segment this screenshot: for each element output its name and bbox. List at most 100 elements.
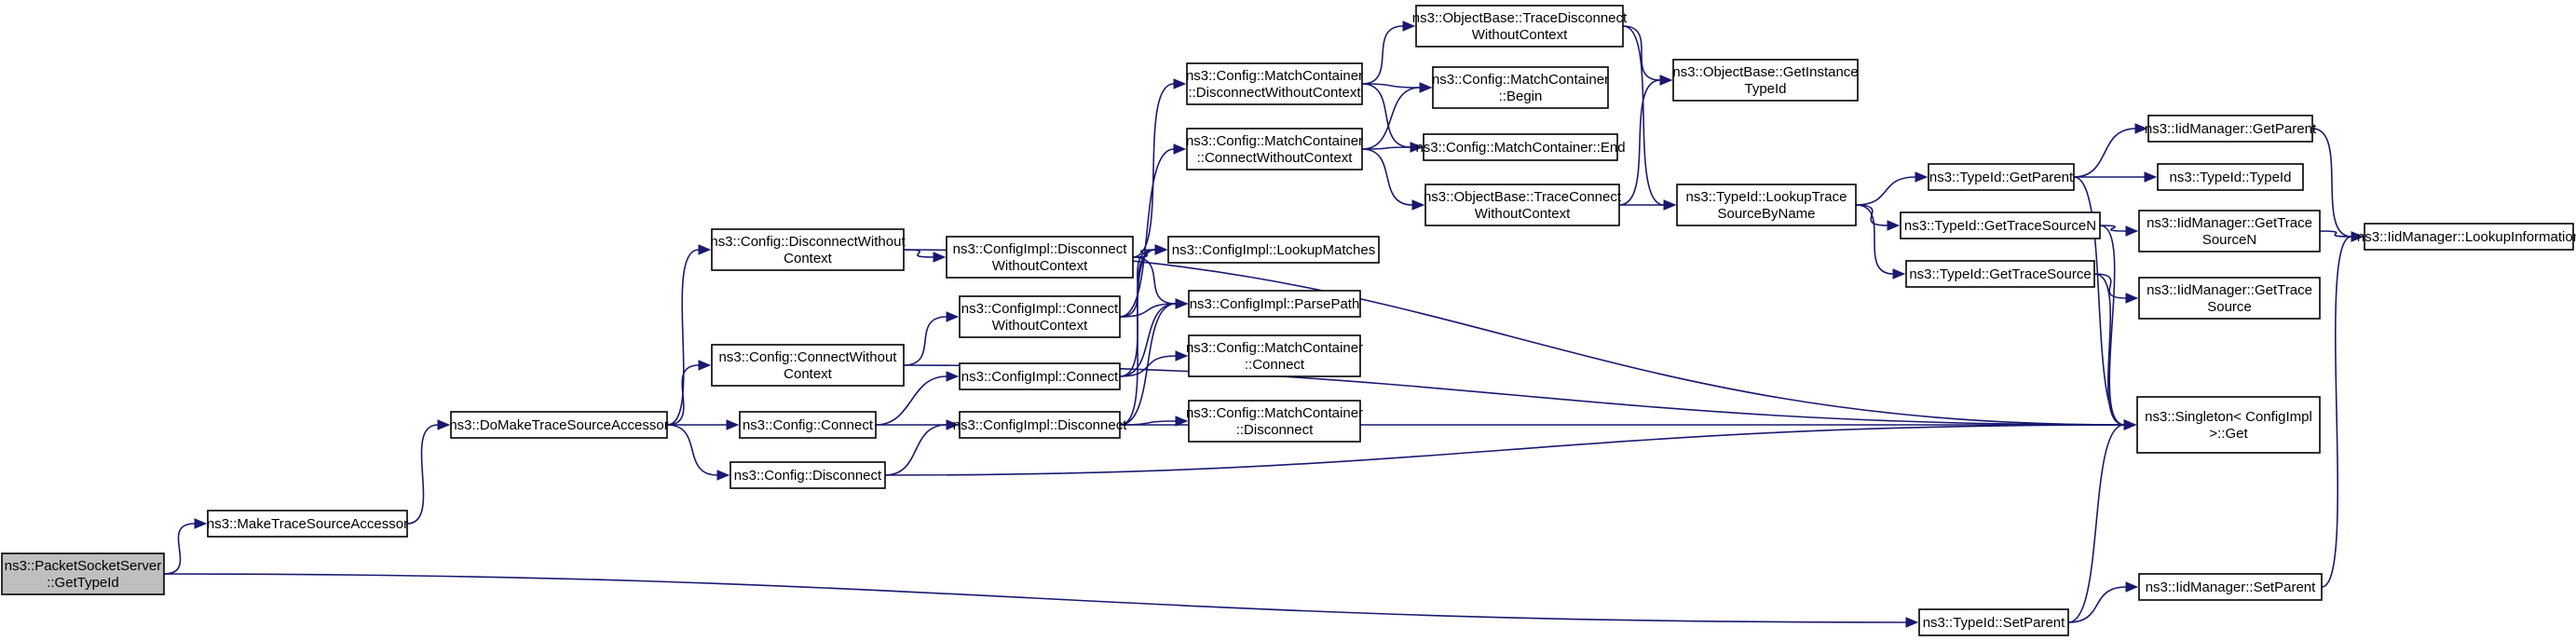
- edge-tidgetts-to-imgetts: [2093, 273, 2139, 304]
- node-tidgetparent[interactable]: ns3::TypeId::GetParent: [1928, 163, 2075, 191]
- node-label: ns3::Config::MatchContainer: [1186, 68, 1363, 84]
- edge-cfgdisconnect-to-cidisconnect: [884, 419, 960, 476]
- node-obtcwc[interactable]: ns3::ObjectBase::TraceConnectWithoutCont…: [1424, 184, 1622, 226]
- node-box: [1432, 66, 1609, 109]
- node-imsetparent[interactable]: ns3::IidManager::SetParent: [2138, 573, 2323, 601]
- node-label: TypeId: [1744, 81, 1786, 97]
- node-mcconnect[interactable]: ns3::Config::MatchContainer::Connect: [1186, 334, 1363, 377]
- node-box: [207, 510, 408, 538]
- node-cfgdisconnect[interactable]: ns3::Config::Disconnect: [729, 461, 886, 489]
- node-box: [1188, 290, 1361, 318]
- node-lookupmatches[interactable]: ns3::ConfigImpl::LookupMatches: [1167, 236, 1380, 264]
- node-label: ns3::TypeId::GetTraceSource: [1909, 266, 2091, 282]
- edge-line: [884, 424, 2125, 476]
- edge-line: [2067, 586, 2127, 623]
- edge-obtdwc-to-tidlookup: [1622, 25, 1677, 211]
- edge-cicwc-to-mccwc: [1119, 143, 1187, 318]
- call-edges: [163, 20, 2365, 628]
- node-root[interactable]: ns3::PacketSocketServer::GetTypeId: [1, 552, 165, 595]
- node-cidisconnect[interactable]: ns3::ConfigImpl::Disconnect: [953, 411, 1128, 439]
- node-box: [1188, 400, 1361, 443]
- node-label: ns3::Config::Disconnect: [734, 468, 882, 484]
- node-mtsa[interactable]: ns3::MakeTraceSourceAccessor: [207, 510, 408, 538]
- arrowhead: [1173, 143, 1187, 155]
- node-label: WithoutContext: [1475, 206, 1571, 222]
- node-tidtypeid[interactable]: ns3::TypeId::TypeId: [2157, 163, 2304, 191]
- edge-obtdwc-to-obgit: [1622, 25, 1673, 86]
- node-cfgconnect[interactable]: ns3::Config::Connect: [739, 411, 877, 439]
- node-label: ns3::ConfigImpl::Disconnect: [953, 241, 1128, 257]
- edge-tidsetparent-to-imsetparent: [2067, 581, 2139, 623]
- node-box: [2138, 210, 2321, 252]
- node-label: ns3::ConfigImpl::Connect: [961, 301, 1119, 317]
- node-tidgettsn[interactable]: ns3::TypeId::GetTraceSourceN: [1900, 211, 2101, 239]
- node-label: ns3::TypeId::GetTraceSourceN: [1904, 218, 2096, 234]
- arrowhead: [1410, 142, 1424, 153]
- node-cfgdwc[interactable]: ns3::Config::DisconnectWithoutContext: [710, 228, 906, 271]
- node-box: [959, 411, 1121, 439]
- node-label: WithoutContext: [1472, 27, 1568, 43]
- node-label: ns3::Config::ConnectWithout: [719, 349, 898, 365]
- node-imlookup[interactable]: ns3::IidManager::LookupInformation: [2357, 223, 2576, 251]
- node-obtdwc[interactable]: ns3::ObjectBase::TraceDisconnectWithoutC…: [1412, 5, 1628, 48]
- node-mcdwc[interactable]: ns3::Config::MatchContainer::DisconnectW…: [1186, 62, 1363, 105]
- node-box: [1928, 163, 2075, 191]
- edge-mccwc-to-obtcwc: [1361, 148, 1425, 211]
- node-tidgetts[interactable]: ns3::TypeId::GetTraceSource: [1905, 260, 2095, 288]
- edge-tidgetparent-to-imgetparent: [2073, 123, 2148, 178]
- node-ciconnect[interactable]: ns3::ConfigImpl::Connect: [959, 362, 1121, 390]
- edge-line: [1361, 83, 1411, 148]
- edge-cfgcwc-to-cicwc: [903, 311, 960, 366]
- node-mcdisconnect[interactable]: ns3::Config::MatchContainer::Disconnect: [1186, 400, 1363, 443]
- node-label: Source: [2207, 299, 2252, 315]
- arrowhead: [1887, 220, 1901, 231]
- edge-line: [1361, 146, 1411, 150]
- edge-line: [1119, 420, 1177, 426]
- node-mccwc[interactable]: ns3::Config::MatchContainer::ConnectWith…: [1186, 128, 1363, 170]
- edge-root-to-mtsa: [163, 518, 208, 575]
- edge-line: [1119, 148, 1175, 318]
- node-cfgcwc[interactable]: ns3::Config::ConnectWithoutContext: [711, 344, 905, 387]
- node-parsepath[interactable]: ns3::ConfigImpl::ParsePath: [1188, 290, 1361, 318]
- node-singleton[interactable]: ns3::Singleton< ConfigImpl >::Get: [2136, 396, 2321, 454]
- node-mcbegin[interactable]: ns3::Config::MatchContainer::Begin: [1432, 66, 1609, 109]
- node-label: ns3::ObjectBase::GetInstance: [1672, 64, 1858, 80]
- node-tidsetparent[interactable]: ns3::TypeId::SetParent: [1918, 608, 2069, 636]
- arrowhead: [933, 252, 947, 263]
- node-label: ns3::ConfigImpl::LookupMatches: [1172, 242, 1375, 258]
- node-label: ns3::ObjectBase::TraceConnect: [1424, 189, 1622, 205]
- node-box: [2147, 115, 2313, 143]
- node-label: SourceN: [2202, 232, 2256, 248]
- edge-domtsa-to-cfgdisconnect: [666, 424, 730, 481]
- edge-mtsa-to-domtsa: [406, 419, 451, 525]
- edge-line: [1361, 148, 1413, 206]
- node-box: [729, 461, 886, 489]
- node-mcend[interactable]: ns3::Config::MatchContainer::End: [1415, 133, 1626, 161]
- node-imgettsn[interactable]: ns3::IidManager::GetTraceSourceN: [2138, 210, 2321, 252]
- edge-cfgconnect-to-ciconnect: [875, 371, 960, 426]
- arrowhead: [1154, 244, 1168, 255]
- arrowhead: [1175, 350, 1189, 361]
- node-label: ns3::TypeId::SetParent: [1923, 615, 2065, 631]
- edge-cidwc-to-mcdwc: [1132, 78, 1187, 258]
- node-box: [1672, 59, 1859, 102]
- node-label: >::Get: [2209, 426, 2248, 442]
- edge-line: [2319, 230, 2352, 238]
- edge-line: [1622, 25, 1665, 206]
- node-imgetparent[interactable]: ns3::IidManager::GetParent: [2145, 115, 2317, 143]
- node-box: [1188, 334, 1361, 377]
- node-imgetts[interactable]: ns3::IidManager::GetTraceSource: [2138, 277, 2321, 320]
- node-label: ns3::ConfigImpl::ParsePath: [1190, 296, 1360, 312]
- node-box: [1186, 128, 1363, 170]
- arrowhead: [2144, 171, 2158, 183]
- edge-line: [1855, 204, 1894, 275]
- node-domtsa[interactable]: ns3::DoMakeTraceSourceAccessor: [449, 411, 669, 439]
- node-label: ns3::DoMakeTraceSourceAccessor: [449, 417, 668, 433]
- edge-mccwc-to-mcend: [1361, 142, 1424, 153]
- arrowhead: [716, 470, 730, 481]
- node-cicwc[interactable]: ns3::ConfigImpl::ConnectWithoutContext: [959, 295, 1121, 338]
- edge-line: [666, 424, 718, 476]
- node-cidwc[interactable]: ns3::ConfigImpl::DisconnectWithoutContex…: [946, 236, 1134, 279]
